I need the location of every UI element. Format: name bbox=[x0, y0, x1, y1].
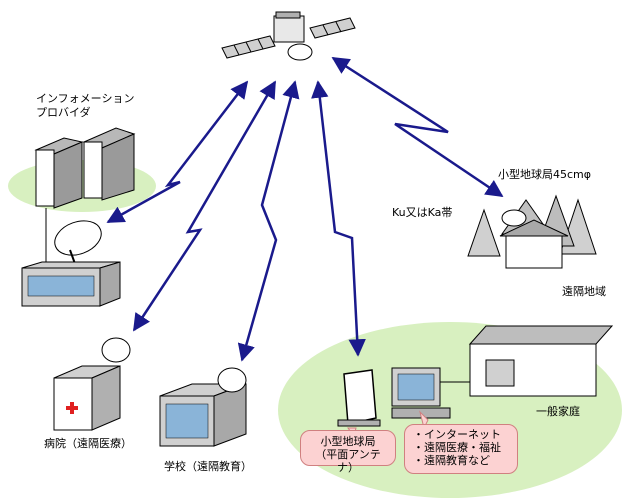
small-station-label: 小型地球局45cmφ bbox=[498, 168, 592, 181]
remote-area-label: 遠隔地域 bbox=[562, 285, 606, 298]
service-item: ・遠隔医療・福祉 bbox=[413, 441, 501, 454]
antenna-callout-line1: 小型地球局 bbox=[320, 435, 376, 448]
band-label: Ku又はKa帯 bbox=[392, 206, 453, 219]
service-item: ・遠隔教育など bbox=[413, 454, 490, 467]
provider-building-icon bbox=[34, 127, 136, 209]
satellite-links bbox=[106, 56, 504, 362]
hospital-label: 病院（遠隔医療） bbox=[44, 437, 132, 450]
provider-label-line1: インフォメーション bbox=[36, 92, 135, 105]
hospital-building-icon bbox=[53, 337, 131, 431]
link-hospital bbox=[132, 80, 277, 332]
provider-label-line2: プロバイダ bbox=[36, 106, 91, 119]
antenna-callout-line2: （平面アンテナ） bbox=[315, 448, 381, 474]
school-building-icon bbox=[159, 367, 247, 447]
provider-station-icon bbox=[21, 261, 121, 307]
flat-antenna-icon bbox=[337, 369, 381, 427]
antenna-callout: 小型地球局 （平面アンテナ） bbox=[300, 430, 396, 474]
link-school bbox=[237, 80, 300, 362]
service-item: ・インターネット bbox=[413, 428, 501, 441]
home-label: 一般家庭 bbox=[536, 405, 580, 418]
link-home bbox=[311, 80, 366, 357]
services-callout: ・インターネット ・遠隔医療・福祉 ・遠隔教育など bbox=[404, 424, 518, 474]
provider-dish-icon bbox=[45, 208, 102, 273]
remote-area-icon bbox=[467, 194, 597, 269]
satellite-icon bbox=[221, 11, 356, 61]
home-house-icon bbox=[468, 325, 614, 397]
link-remote bbox=[331, 56, 504, 198]
school-label: 学校（遠隔教育） bbox=[164, 460, 252, 473]
